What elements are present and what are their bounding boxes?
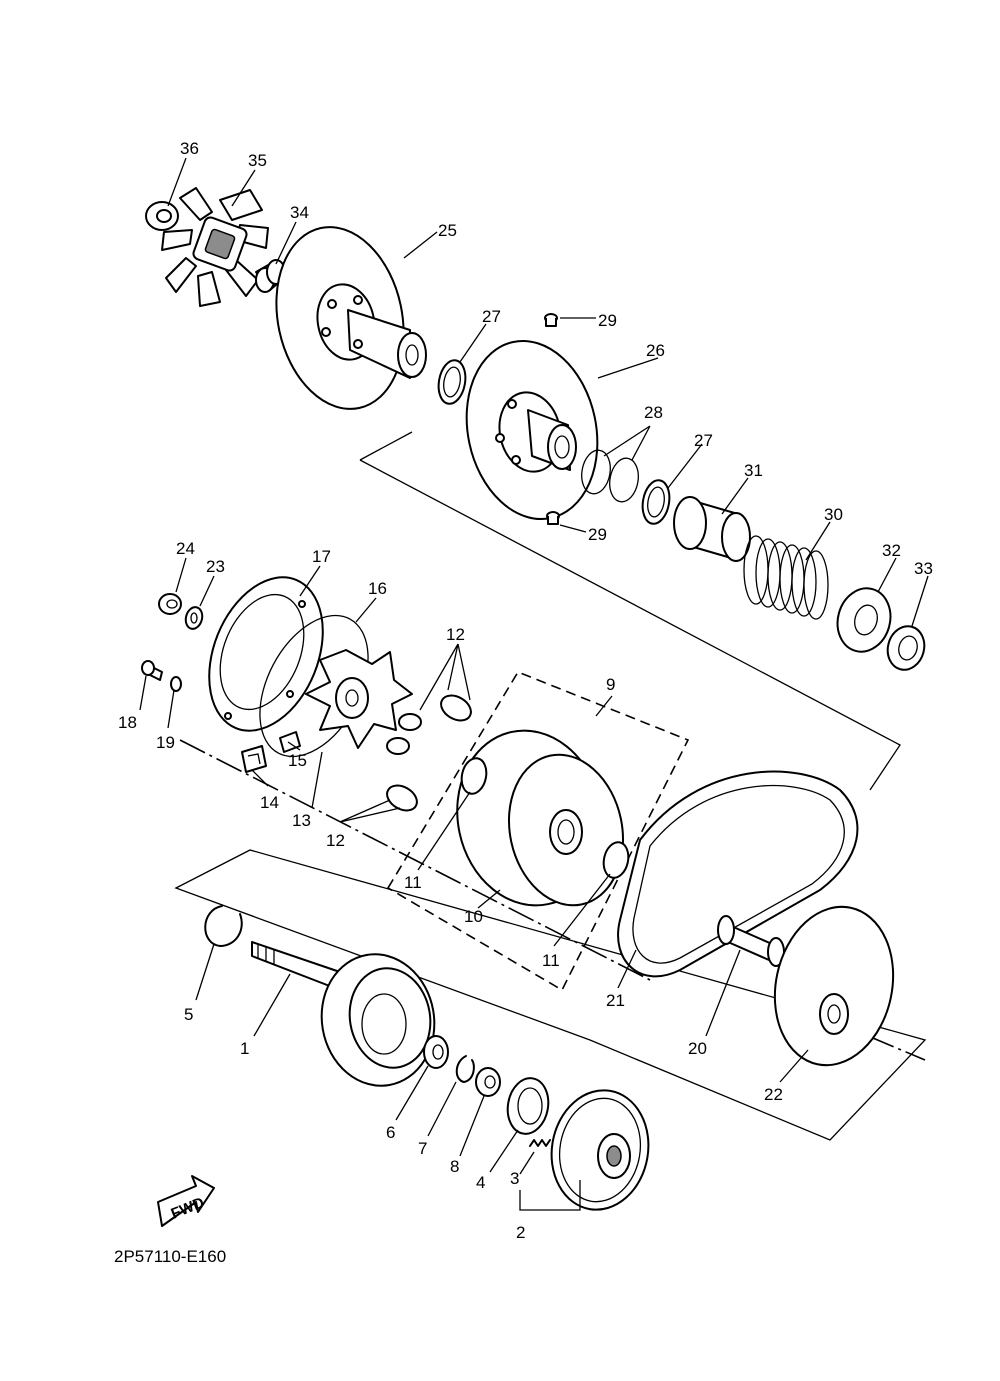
- callout-27-upper: 27: [482, 307, 501, 326]
- callout-19: 19: [156, 733, 175, 752]
- callout-34: 34: [290, 203, 309, 222]
- part-15-slider: [279, 731, 301, 753]
- callout-27-lower: 27: [694, 431, 713, 450]
- callout-17: 17: [312, 547, 331, 566]
- part-24-nut: [158, 593, 182, 615]
- callout-11-right: 11: [542, 951, 560, 970]
- part-11-ring-right: [602, 841, 630, 879]
- callout-1: 1: [240, 1039, 249, 1058]
- callout-7: 7: [418, 1139, 427, 1158]
- part-13-cam: [305, 649, 413, 749]
- part-27-ring-upper: [437, 359, 467, 405]
- callout-25: 25: [438, 221, 457, 240]
- callout-31: 31: [744, 461, 763, 480]
- part-29-pin-upper: [544, 313, 558, 327]
- part-27-ring-lower: [641, 479, 671, 525]
- part-31-collar: [673, 496, 751, 562]
- callout-28: 28: [644, 403, 663, 422]
- callout-4: 4: [476, 1173, 485, 1192]
- part-7-circlip: [455, 1055, 475, 1083]
- callout-10: 10: [464, 907, 483, 926]
- leader-lines: [139, 157, 929, 1175]
- part-36-nut: [145, 201, 179, 231]
- part-26-sliding-sheave: [465, 339, 599, 521]
- callout-12-upper: 12: [446, 625, 465, 644]
- callout-33: 33: [914, 559, 933, 578]
- callout-6: 6: [386, 1123, 395, 1142]
- part-17-cover: [208, 576, 324, 732]
- part-32-washer: [836, 587, 892, 653]
- part-35-fan: [161, 187, 269, 307]
- fwd-arrow-icon: FWD: [157, 1175, 215, 1227]
- callout-26: 26: [646, 341, 665, 360]
- callout-20: 20: [688, 1039, 707, 1058]
- callout-30: 30: [824, 505, 843, 524]
- part-29-pin-lower: [546, 511, 560, 525]
- part-2-clutch-carrier: [519, 1089, 650, 1211]
- callout-24: 24: [176, 539, 195, 558]
- callout-21: 21: [606, 991, 625, 1010]
- callout-32: 32: [882, 541, 901, 560]
- part-21-v-belt: [617, 770, 859, 978]
- callout-22: 22: [764, 1085, 783, 1104]
- part-33-nut: [886, 625, 926, 671]
- callout-12-lower: 12: [326, 831, 345, 850]
- callout-9: 9: [606, 675, 615, 694]
- part-19-washer: [170, 676, 182, 692]
- callout-29-lower: 29: [588, 525, 607, 544]
- part-23-washer: [184, 606, 204, 630]
- callout-29-upper: 29: [598, 311, 617, 330]
- callout-15: 15: [288, 751, 307, 770]
- part-12-weights: [386, 694, 472, 812]
- drawing-code: 2P57110-E160: [114, 1247, 226, 1266]
- callout-35: 35: [248, 151, 267, 170]
- part-5-circlip: [204, 905, 243, 947]
- callout-5: 5: [184, 1005, 193, 1024]
- part-14-slider: [241, 745, 267, 773]
- callout-3: 3: [510, 1169, 519, 1188]
- part-3-spring: [529, 1139, 551, 1147]
- part-6-bearing: [423, 1035, 449, 1069]
- part-10-sheave: [456, 729, 625, 907]
- part-20-shaft: [717, 915, 785, 967]
- part-22-secondary-sheave: [773, 905, 895, 1067]
- callout-36: 36: [180, 139, 199, 158]
- callout-2: 2: [516, 1223, 525, 1242]
- part-30-spring: [743, 535, 829, 620]
- callout-8: 8: [450, 1157, 459, 1176]
- callout-numbers: 36 35 34 25 27 29 26 28 27 31 29 30 32 3…: [118, 139, 933, 1242]
- part-8-nut: [475, 1067, 501, 1097]
- part-1-shaft-housing: [251, 941, 436, 1087]
- part-4-one-way-clutch: [506, 1077, 550, 1135]
- part-11-ring-left: [460, 757, 488, 795]
- callout-16: 16: [368, 579, 387, 598]
- part-25-fixed-sheave: [275, 226, 427, 410]
- callout-18: 18: [118, 713, 137, 732]
- callout-23: 23: [206, 557, 225, 576]
- callout-13: 13: [292, 811, 311, 830]
- callout-11-left: 11: [404, 873, 422, 892]
- callout-14: 14: [260, 793, 279, 812]
- part-18-bolt: [141, 660, 163, 681]
- part-28-o-rings: [581, 449, 639, 503]
